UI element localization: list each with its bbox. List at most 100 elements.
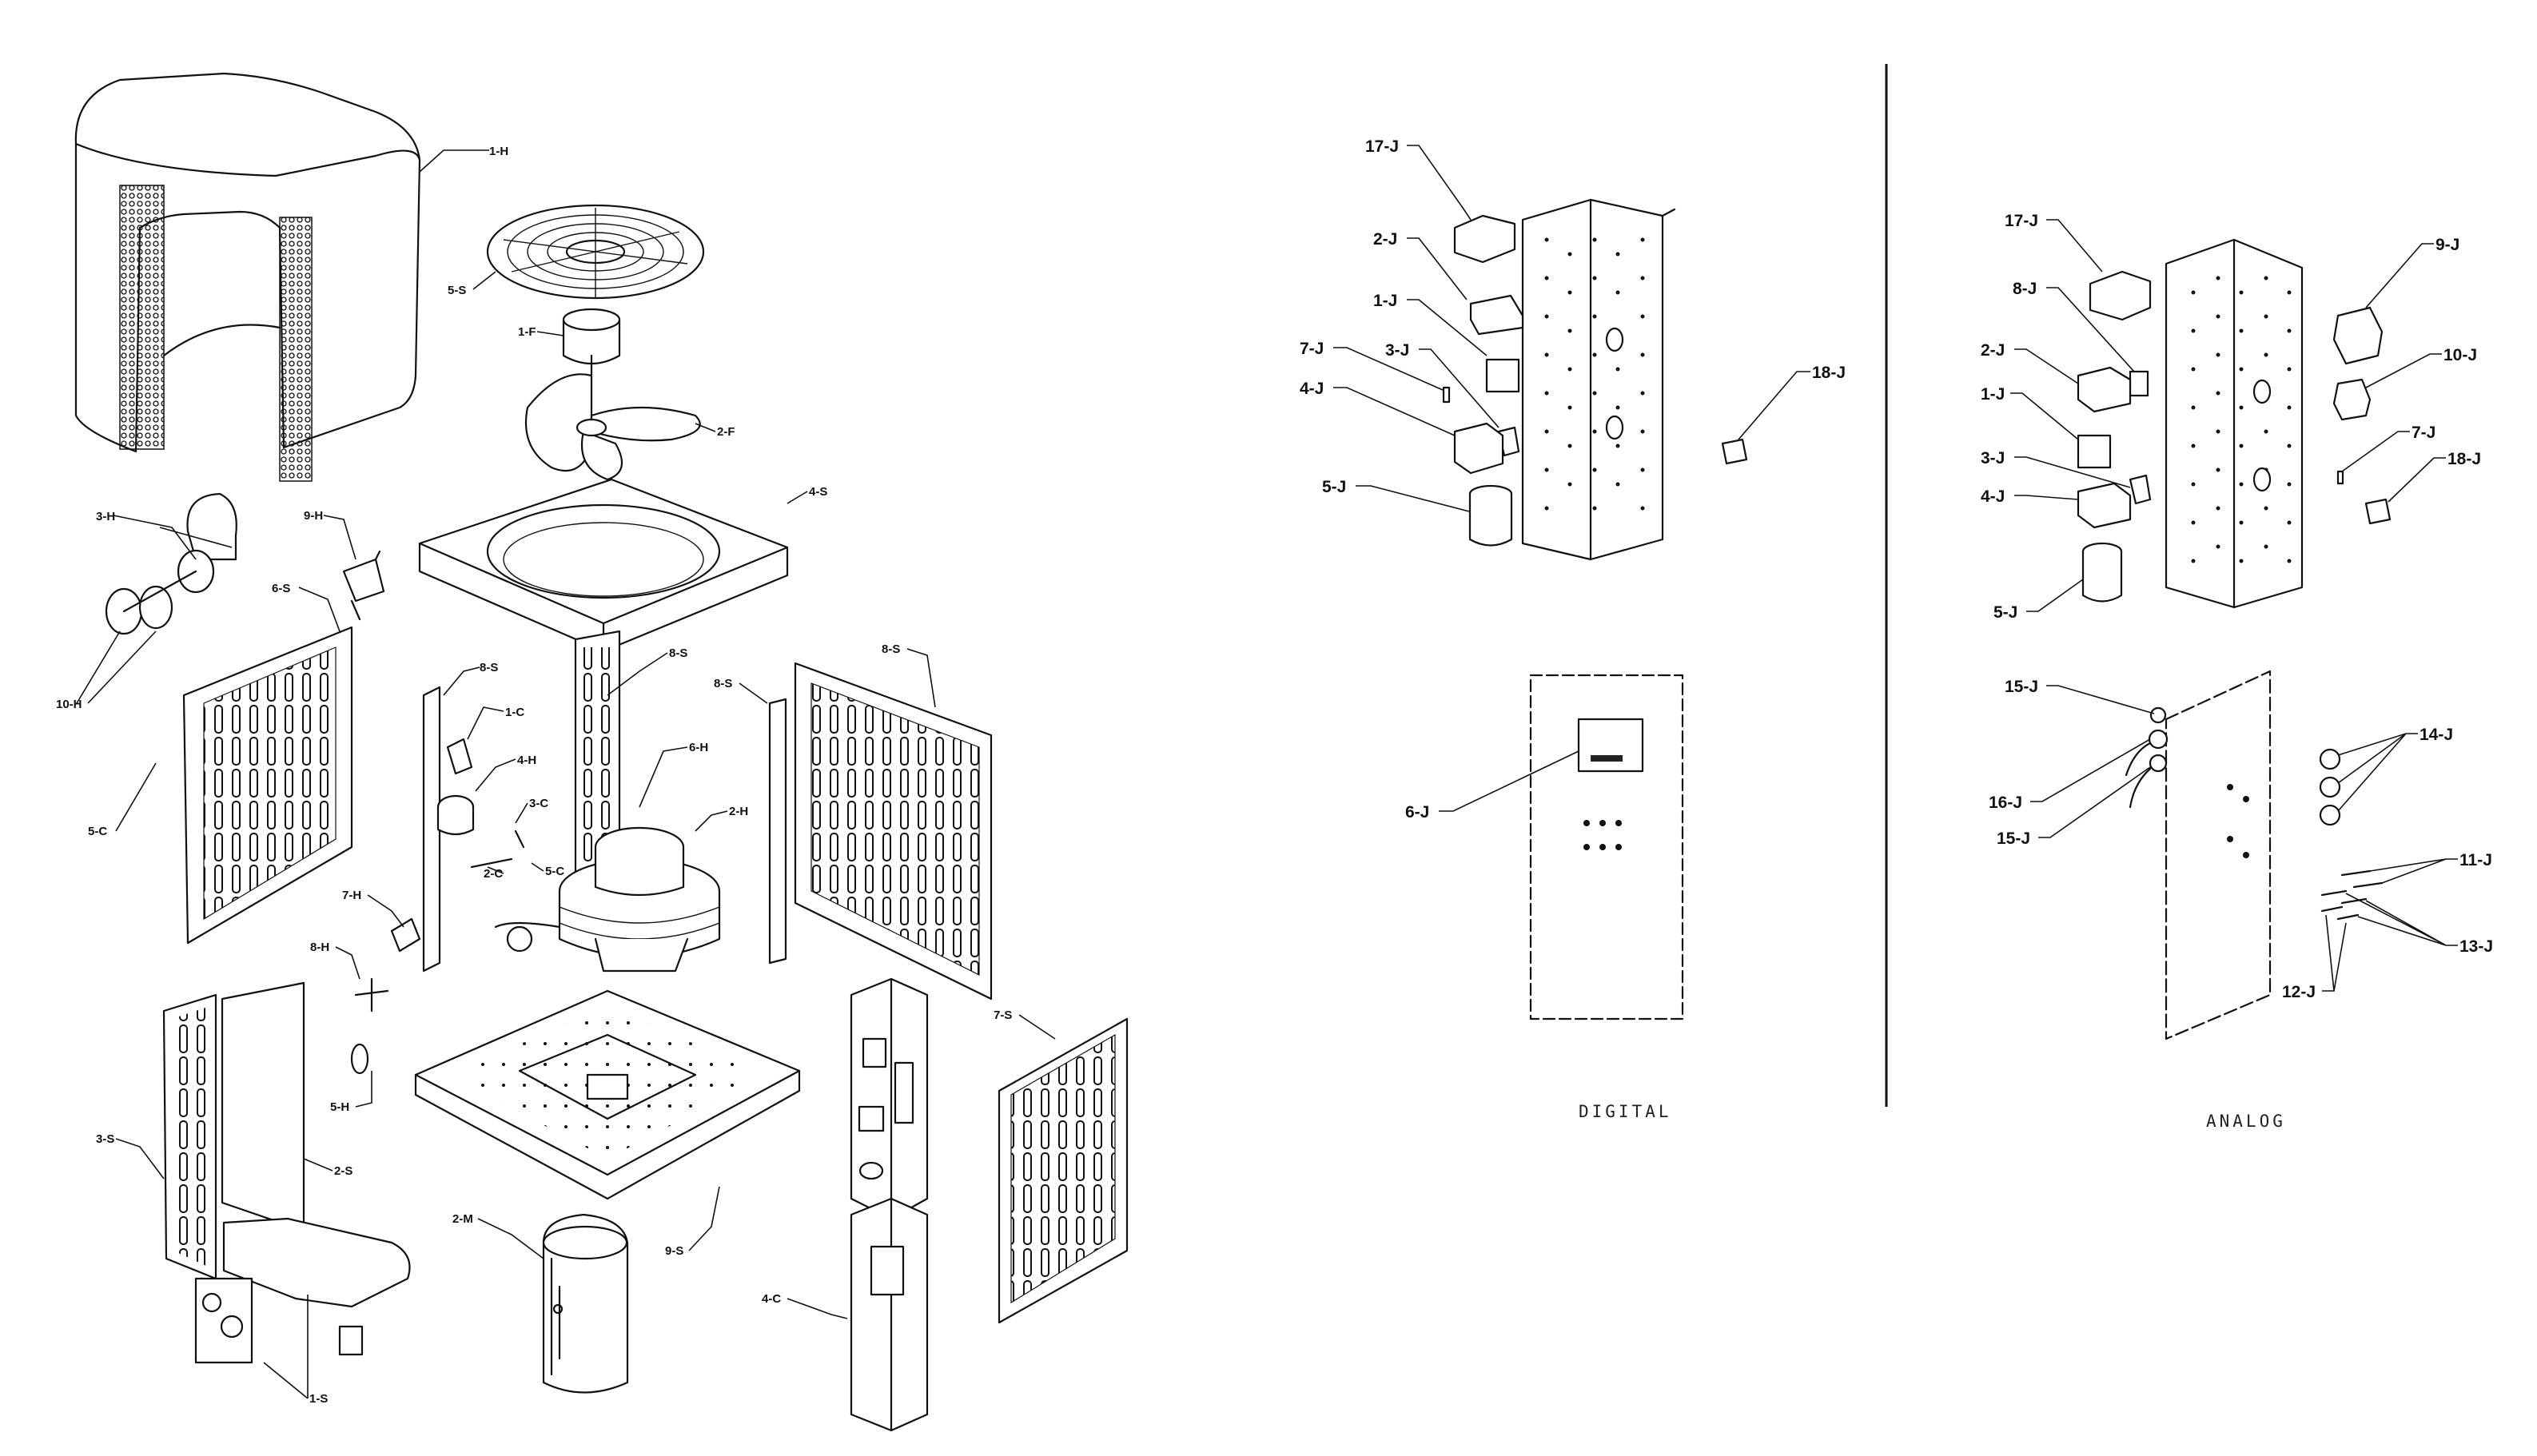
digital-display-panel-part	[1529, 674, 1684, 1020]
digital-label-4-J: 4-J	[1300, 380, 1324, 398]
label-2-H: 2-H	[729, 805, 748, 818]
caption-digital: DIGITAL	[1579, 1102, 1672, 1121]
left-louver-panel-part	[182, 626, 353, 945]
analog-component-2j	[2077, 366, 2132, 413]
digital-component-17j	[1453, 214, 1516, 264]
small-valves-part	[350, 917, 421, 1075]
digital-label-5-J: 5-J	[1322, 478, 1346, 496]
label-3-S: 3-S	[96, 1132, 114, 1146]
analog-sensor-16j	[2125, 729, 2169, 777]
label-5-H: 5-H	[330, 1100, 349, 1114]
digital-label-18-J: 18-J	[1812, 364, 1846, 382]
label-5-C-left: 5-C	[88, 825, 107, 838]
label-10-H: 10-H	[56, 698, 82, 711]
front-louver-panel-part	[162, 993, 217, 1280]
analog-thermostat-9j	[2332, 306, 2384, 365]
top-panel-part	[418, 478, 789, 653]
analog-control-post-part	[2165, 238, 2304, 609]
label-8-S-post: 8-S	[669, 646, 687, 660]
digital-control-post-part	[1521, 198, 1676, 561]
analog-component-3j	[2129, 474, 2152, 505]
label-6-S: 6-S	[272, 582, 290, 595]
label-4-S: 4-S	[809, 485, 827, 499]
analog-label-9-J: 9-J	[2435, 236, 2459, 254]
digital-component-2j	[1469, 294, 1524, 336]
label-3-C: 3-C	[529, 797, 548, 810]
fan-grille-part	[486, 204, 705, 300]
analog-label-5-J: 5-J	[1993, 603, 2017, 622]
coil-enclosure-part	[74, 72, 421, 482]
label-2-C: 2-C	[484, 867, 503, 881]
label-5-S: 5-S	[448, 284, 466, 297]
fan-motor-part	[562, 308, 621, 377]
digital-capacitor-5j	[1468, 484, 1513, 547]
digital-label-1-J: 1-J	[1373, 292, 1397, 310]
label-9-S: 9-S	[665, 1244, 683, 1258]
digital-label-2-J: 2-J	[1373, 230, 1397, 249]
label-6-H: 6-H	[689, 741, 708, 754]
corner-cover-part	[194, 1217, 411, 1364]
analog-label-3-J: 3-J	[1981, 449, 2005, 467]
label-4-C: 4-C	[762, 1292, 781, 1306]
analog-label-15-J-top: 15-J	[2005, 678, 2038, 696]
analog-grommets-14j	[2319, 748, 2341, 826]
label-2-S: 2-S	[334, 1164, 352, 1178]
analog-label-11-J: 11-J	[2459, 851, 2492, 869]
digital-component-1j	[1485, 358, 1520, 393]
label-1-F: 1-F	[518, 325, 536, 339]
label-2-F: 2-F	[717, 425, 735, 439]
analog-component-8j	[2129, 370, 2149, 397]
label-1-S: 1-S	[309, 1392, 328, 1406]
side-strip-part	[422, 686, 441, 973]
fan-blade-part	[524, 373, 701, 481]
analog-capacitor-5j	[2081, 542, 2123, 603]
side-strip-part-right	[768, 698, 787, 965]
leader-lines	[76, 145, 2458, 1399]
analog-label-7-J: 7-J	[2412, 424, 2435, 442]
analog-label-10-J: 10-J	[2443, 346, 2477, 364]
analog-terminals-11j-13j	[2320, 869, 2384, 921]
analog-lower-panel-part	[2165, 670, 2272, 1040]
analog-label-8-J: 8-J	[2013, 280, 2037, 298]
digital-label-17-J: 17-J	[1365, 137, 1399, 156]
analog-knob-15j-top	[2149, 706, 2167, 724]
digital-label-7-J: 7-J	[1300, 340, 1324, 358]
analog-knob-15j-bottom	[2129, 754, 2168, 809]
label-7-H: 7-H	[342, 889, 361, 902]
label-4-H: 4-H	[517, 754, 536, 767]
analog-label-13-J: 13-J	[2459, 937, 2493, 956]
compressor-part	[542, 1213, 629, 1394]
digital-component-4j	[1453, 422, 1504, 475]
digital-label-3-J: 3-J	[1385, 341, 1409, 360]
label-8-S-right: 8-S	[882, 642, 900, 656]
digital-component-18j	[1721, 438, 1748, 465]
analog-label-14-J: 14-J	[2420, 726, 2453, 744]
label-8-S-inner: 8-S	[480, 661, 498, 674]
digital-component-7j	[1442, 386, 1451, 404]
label-7-S: 7-S	[994, 1008, 1012, 1022]
analog-knob-10j	[2332, 378, 2372, 421]
analog-label-2-J: 2-J	[1981, 341, 2005, 360]
analog-label-12-J: 12-J	[2282, 983, 2316, 1001]
base-pan-part	[414, 989, 801, 1200]
analog-component-1j	[2077, 434, 2112, 469]
label-8-S-strip: 8-S	[714, 677, 732, 690]
label-5-C-center: 5-C	[545, 865, 564, 878]
center-post-part	[574, 630, 621, 877]
right-louver-panel-part	[794, 662, 993, 1001]
analog-component-7j	[2336, 470, 2344, 485]
analog-label-15-J-bottom: 15-J	[1997, 829, 2030, 848]
label-2-M: 2-M	[452, 1212, 473, 1226]
digital-label-6-J: 6-J	[1405, 803, 1429, 821]
analog-label-18-J: 18-J	[2447, 450, 2481, 468]
analog-label-4-J: 4-J	[1981, 487, 2005, 506]
analog-label-1-J: 1-J	[1981, 385, 2005, 404]
label-1-H: 1-H	[489, 145, 508, 158]
label-1-C: 1-C	[505, 706, 524, 719]
plain-panel-part	[221, 981, 305, 1232]
pipe-fittings-part	[105, 492, 237, 635]
heat-exchanger-part	[494, 826, 721, 973]
control-column-part	[850, 977, 929, 1432]
expansion-valve-part	[342, 550, 385, 621]
